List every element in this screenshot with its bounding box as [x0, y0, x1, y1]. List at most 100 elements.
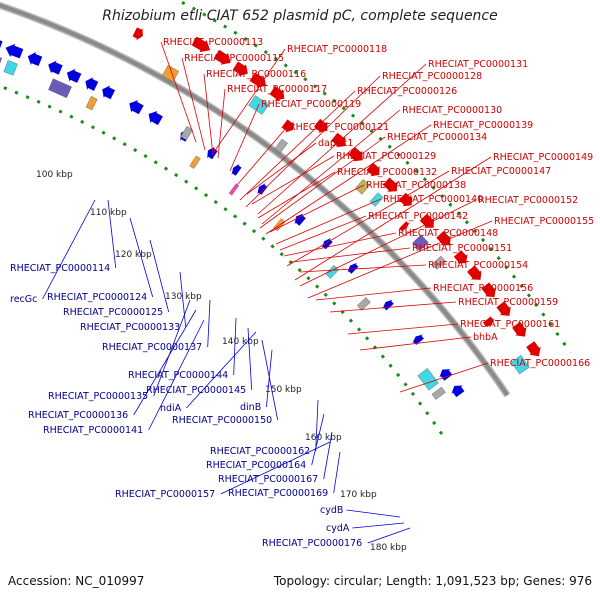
red-leader-13 [246, 142, 317, 195]
tick-label-4: 130 kbp [165, 292, 202, 302]
reverse-gene-6 [85, 77, 99, 91]
blue-leader-5 [179, 271, 187, 328]
blue-leader-15 [315, 399, 319, 452]
blue-gene-label-9: RHECIAT_PC0000135 [48, 391, 148, 402]
blue-gene-label-18: RHECIAT_PC0000157 [115, 489, 215, 500]
red-gene-label-24: RHECIAT_PC0000148 [398, 228, 498, 239]
red-leader-2 [213, 48, 286, 153]
red-leader-17 [257, 171, 336, 219]
forward-gene-20 [496, 301, 511, 316]
feature-block-15 [274, 138, 288, 154]
forward-gene-mid-4 [482, 316, 495, 327]
forward-gene-17 [453, 250, 468, 264]
feature-block-13 [161, 65, 180, 83]
tick-label-3: 120 kbp [115, 250, 152, 260]
red-leader-27 [315, 287, 432, 301]
blue-leader-19 [333, 451, 341, 494]
red-gene-label-21: RHECIAT_PC0000152 [478, 195, 578, 206]
blue-gene-label-15: RHECIAT_PC0000162 [210, 446, 310, 457]
red-gene-label-27: RHECIAT_PC0000156 [433, 283, 533, 294]
reverse-gene-4 [48, 60, 63, 75]
feature-block-16 [354, 179, 371, 195]
red-gene-label-18: RHECIAT_PC0000147 [451, 166, 551, 177]
red-leader-23 [307, 220, 493, 299]
reverse-gene-20 [451, 385, 465, 398]
forward-gene-9 [313, 118, 328, 133]
forward-gene-22 [526, 341, 541, 357]
red-gene-label-23: RHECIAT_PC0000155 [494, 216, 594, 227]
red-gene-label-9: RHECIAT_PC0000119 [261, 99, 361, 110]
blue-gene-label-1: RHECIAT_PC0000114 [10, 263, 110, 274]
red-gene-label-17: RHECIAT_PC0000132 [337, 167, 437, 178]
blue-gene-label-13: RHECIAT_PC0000150 [172, 415, 272, 426]
blue-leader-8 [247, 327, 253, 391]
red-leader-25 [291, 247, 411, 263]
feature-block-18 [412, 234, 429, 252]
forward-gene-21 [512, 321, 527, 337]
blue-leader-7 [233, 317, 237, 376]
red-leader-31 [399, 362, 489, 393]
accession-text: Accession: NC_010997 [8, 574, 145, 588]
blue-leader-6 [207, 299, 211, 348]
red-leader-11 [237, 126, 288, 185]
reverse-gene-3 [27, 52, 43, 66]
forward-gene-6 [232, 61, 248, 76]
red-gene-label-15: RHECIAT_PC0000129 [336, 151, 436, 162]
red-leader-15 [251, 155, 335, 205]
blue-gene-label-19: RHECIAT_PC0000169 [228, 488, 328, 499]
red-gene-label-31: RHECIAT_PC0000166 [490, 358, 590, 369]
red-gene-label-28: RHECIAT_PC0000159 [458, 297, 558, 308]
blue-gene-label-22: RHECIAT_PC0000176 [262, 538, 362, 549]
tick-label-6: 150 kbp [265, 385, 302, 395]
blue-gene-label-20: cydB [320, 505, 343, 516]
forward-gene-12 [366, 162, 380, 177]
red-leader-16 [294, 156, 492, 281]
red-leader-20 [275, 198, 382, 245]
reverse-gene-18 [412, 334, 424, 345]
blue-gene-label-14: RHECIAT_PC0000141 [43, 425, 143, 436]
red-gene-label-11: RHECIAT_PC0000121 [289, 122, 389, 133]
feature-block-7 [228, 183, 240, 196]
red-leader-19 [269, 184, 365, 233]
red-leader-10 [261, 109, 401, 225]
red-leader-4 [257, 63, 427, 215]
red-gene-label-2: RHECIAT_PC0000118 [287, 44, 387, 55]
red-gene-label-6: RHECIAT_PC0000128 [382, 71, 482, 82]
blue-gene-label-6: RHECIAT_PC0000137 [102, 342, 202, 353]
blue-gene-label-5: RHECIAT_PC0000133 [80, 322, 180, 333]
red-leader-28 [329, 301, 457, 313]
blue-leader-17 [323, 431, 333, 480]
backbone-circle [0, 3, 509, 397]
blue-gene-label-17: RHECIAT_PC0000167 [218, 474, 318, 485]
blue-leader-14 [148, 319, 205, 431]
reverse-gene-2 [5, 43, 24, 59]
blue-gene-label-11: RHECIAT_PC0000136 [28, 410, 128, 421]
blue-leader-21 [352, 522, 405, 529]
blue-leader-13 [261, 339, 279, 421]
red-gene-label-16: RHECIAT_PC0000149 [493, 152, 593, 163]
forward-gene-5 [213, 49, 231, 65]
tick-label-9: 180 kbp [370, 543, 407, 553]
red-gene-label-22: RHECIAT_PC0000142 [368, 211, 468, 222]
red-gene-label-4: RHECIAT_PC0000131 [428, 59, 528, 70]
forward-gene-mid-1 [132, 27, 143, 41]
blue-gene-label-16: RHECIAT_PC0000164 [206, 460, 306, 471]
red-leader-5 [203, 73, 214, 156]
feature-block-12 [431, 386, 446, 400]
blue-gene-label-3: RHECIAT_PC0000124 [47, 292, 147, 303]
reverse-gene-7 [102, 85, 116, 100]
reverse-gene-12 [231, 163, 242, 176]
blue-leader-3 [129, 217, 154, 298]
blue-gene-label-2: recGc [10, 294, 37, 305]
feature-block-6 [189, 155, 201, 169]
red-gene-label-1: RHECIAT_PC0000113 [163, 37, 263, 48]
red-gene-label-19: RHECIAT_PC0000138 [366, 180, 466, 191]
red-leader-6 [245, 75, 381, 208]
reverse-gene-9 [148, 111, 163, 126]
red-leader-8 [239, 90, 356, 201]
red-leader-12 [265, 124, 432, 235]
blue-leader-20 [346, 509, 401, 518]
red-leader-24 [283, 232, 397, 257]
red-gene-label-5: RHECIAT_PC0000116 [206, 69, 306, 80]
